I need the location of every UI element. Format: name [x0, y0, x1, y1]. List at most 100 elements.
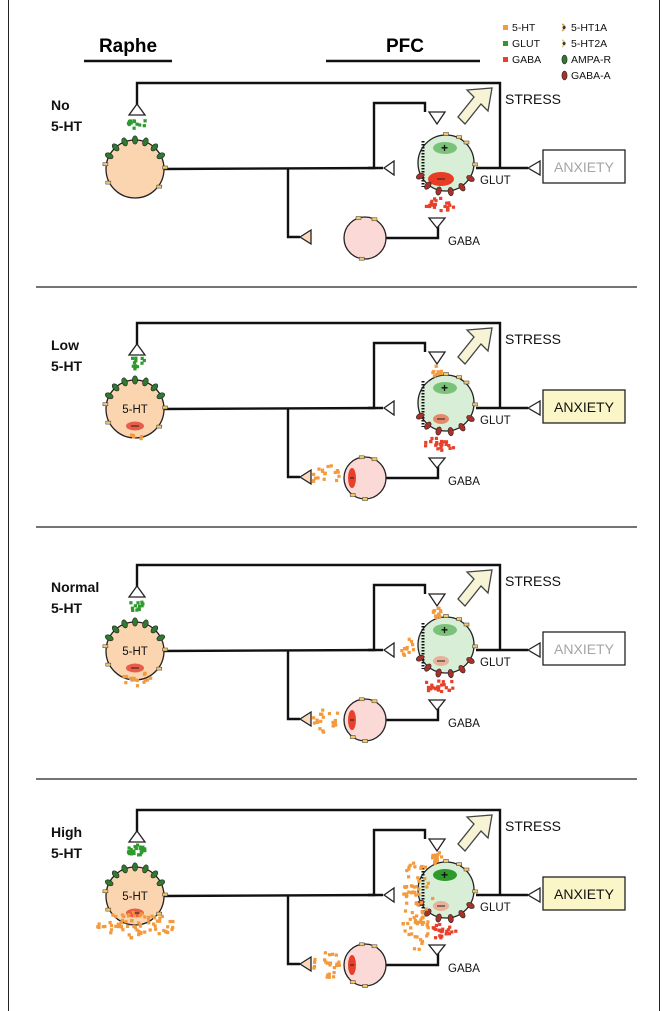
raphe-5ht-label: 5-HT	[122, 646, 148, 658]
serotonin-particle	[331, 720, 335, 724]
serotonin-particle	[404, 894, 408, 899]
raphe-axon	[159, 648, 384, 653]
gaba-particle	[425, 680, 429, 684]
raphe-autoreceptor	[102, 644, 109, 649]
serotonin-particle	[417, 892, 421, 896]
serotonin-particle	[335, 469, 339, 473]
serotonin-particle	[403, 909, 408, 913]
serotonin-particle	[142, 672, 147, 676]
anxiety-label: ANXIETY	[554, 886, 615, 902]
glutamate-particle	[132, 851, 136, 856]
serotonin-particle	[433, 614, 438, 618]
serotonin-particle	[323, 471, 327, 475]
serotonin-particle	[431, 896, 435, 901]
legend-marker-glut	[503, 41, 508, 46]
interneuron-5ht-receptor	[371, 944, 378, 949]
serotonin-particle	[313, 476, 317, 480]
serotonin-particle	[423, 865, 427, 869]
stress-arrow	[457, 814, 493, 852]
serotonin-particle	[412, 885, 416, 889]
anxiety-box	[542, 389, 626, 424]
serotonin-particle	[433, 860, 437, 864]
gaba-particle	[440, 683, 444, 687]
legend-label: GABA	[512, 54, 541, 66]
gaba-particle	[446, 207, 450, 211]
serotonin-particle	[417, 879, 421, 883]
serotonin-particle	[126, 924, 130, 928]
serotonin-particle	[420, 940, 425, 944]
anxiety-box	[542, 876, 626, 911]
raphe-autoreceptor	[102, 402, 109, 407]
serotonin-particle	[420, 922, 425, 926]
serotonin-particle	[121, 928, 125, 932]
serotonin-particle	[431, 854, 435, 858]
raphe-ampa-receptor	[150, 383, 159, 392]
glutamate-particle	[134, 364, 138, 368]
serotonin-particle	[416, 876, 420, 880]
gaba-particle	[435, 686, 439, 691]
pfc-gaba-a-receptor	[447, 669, 454, 679]
serotonin-particle	[426, 926, 430, 930]
raphe-axon-branch	[286, 409, 300, 479]
pfc-5ht-receptor	[463, 622, 470, 627]
serotonin-particle	[424, 907, 428, 911]
gaba-particle	[448, 446, 452, 450]
gaba-output-wire	[385, 706, 440, 722]
interneuron-5ht-receptor	[358, 455, 365, 460]
gaba-particle	[429, 439, 433, 444]
gaba-particle	[430, 203, 434, 207]
serotonin-particle	[414, 893, 418, 897]
serotonin-particle	[124, 920, 128, 924]
gaba-particle	[441, 927, 445, 931]
raphe-ampa-receptor	[142, 137, 149, 147]
serotonin-particle	[140, 912, 144, 916]
glutamate-particle	[134, 356, 138, 360]
serotonin-particle	[407, 875, 411, 879]
serotonin-particle	[439, 372, 443, 376]
serotonin-particle	[425, 924, 430, 928]
glutamate-particle	[143, 849, 147, 853]
raphe-ampa-receptor	[156, 392, 166, 400]
glutamate-particle	[133, 604, 137, 608]
serotonin-particle	[408, 863, 412, 867]
glutamate-particle	[132, 126, 136, 130]
serotonin-particle	[138, 923, 142, 927]
raphe-ampa-receptor	[142, 864, 149, 874]
gaba-particle	[441, 680, 445, 684]
serotonin-particle	[420, 916, 424, 920]
serotonin-particle	[413, 920, 417, 925]
serotonin-particle	[319, 719, 323, 723]
serotonin-particle	[403, 929, 407, 933]
serotonin-particle	[96, 925, 100, 929]
serotonin-particle	[170, 927, 174, 932]
serotonin-particle	[334, 953, 338, 957]
serotonin-particle	[416, 920, 420, 924]
glutamate-particle	[140, 356, 144, 360]
glutamate-particle	[134, 359, 138, 363]
gaba-terminal	[427, 217, 447, 230]
panel-label-line2: 5-HT	[51, 600, 83, 616]
pfc-loop-wire	[368, 101, 427, 170]
glutamate-particle	[137, 607, 141, 612]
pfc-gaba-a-receptor	[447, 914, 454, 924]
raphe-ampa-receptor	[111, 143, 120, 152]
raphe-ampa-receptor	[111, 383, 120, 392]
pfc-5ht-receptor	[443, 614, 449, 618]
pfc-gaba-a-receptor	[435, 668, 442, 678]
gaba-particle	[448, 925, 452, 929]
gaba-particle	[438, 442, 442, 446]
pfc-5ht-receptor	[456, 135, 462, 139]
gaba-particle	[424, 444, 428, 448]
glutamate-particle	[134, 846, 138, 850]
raphe-autoreceptor	[156, 184, 163, 189]
pfc-excitation-spot	[433, 624, 457, 636]
raphe-axon	[159, 166, 384, 171]
serotonin-particle	[437, 606, 441, 610]
serotonin-particle	[135, 928, 139, 932]
anxiety-box	[542, 631, 626, 666]
raphe-axon	[159, 406, 384, 411]
gaba-particle	[426, 689, 431, 693]
serotonin-particle	[402, 892, 406, 896]
